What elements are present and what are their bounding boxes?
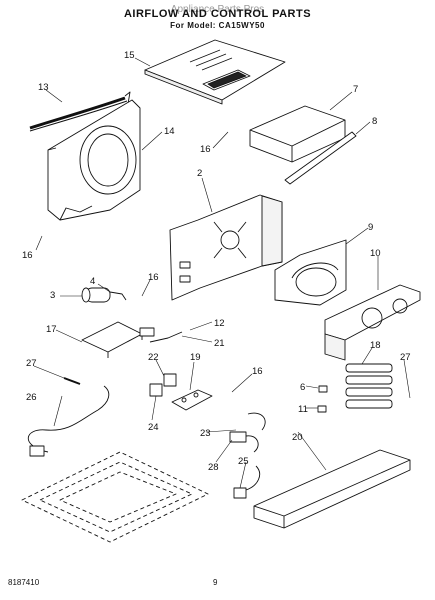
- part-2-fan-bracket: [169, 194, 283, 301]
- base-plate-outline: [21, 451, 209, 543]
- callout-labels: 15 13 14 7 8 16 2 16 9 10 4 16 3 17 12 2…: [22, 50, 411, 473]
- callout-24: 24: [148, 422, 159, 433]
- callout-21: 21: [214, 338, 225, 349]
- part-21-wire: [149, 331, 183, 343]
- callout-14: 14: [164, 126, 175, 137]
- callout-17: 17: [46, 324, 57, 335]
- model-subtitle: For Model: CA15WY50: [170, 21, 265, 30]
- callout-8: 8: [372, 116, 377, 127]
- part-8-rail: [284, 131, 357, 185]
- callout-9: 9: [368, 222, 373, 233]
- callout-2: 2: [197, 168, 202, 179]
- page-title: AIRFLOW AND CONTROL PARTS: [123, 8, 312, 20]
- part-10-base-housing: [324, 284, 421, 361]
- callout-4: 4: [90, 276, 95, 287]
- callout-3: 3: [50, 290, 55, 301]
- part-15-cover-plate: [144, 39, 286, 105]
- part-27-fastener-left: [63, 377, 81, 385]
- part-12-relay: [139, 327, 155, 337]
- part-14-front-panel: [47, 99, 141, 221]
- callout-15: 15: [124, 50, 135, 61]
- part-6-clip: [318, 385, 328, 393]
- callout-7: 7: [353, 84, 358, 95]
- callout-23: 23: [200, 428, 211, 439]
- doc-number: 8187410: [8, 578, 40, 587]
- callout-27-right: 27: [400, 352, 411, 363]
- part-3-capacitor: [81, 287, 111, 303]
- callout-16-mid: 16: [148, 272, 159, 283]
- callout-22: 22: [148, 352, 159, 363]
- callout-16-right: 16: [252, 366, 263, 377]
- callout-27-left: 27: [26, 358, 37, 369]
- callout-12: 12: [214, 318, 225, 329]
- leader-lines: [33, 57, 411, 489]
- callout-28: 28: [208, 462, 219, 473]
- callout-18: 18: [370, 340, 381, 351]
- callout-25: 25: [238, 456, 249, 467]
- callout-10: 10: [370, 248, 381, 259]
- callout-19: 19: [190, 352, 201, 363]
- callout-26: 26: [26, 392, 37, 403]
- part-22-switch: [149, 373, 177, 397]
- page-number: 9: [213, 578, 218, 587]
- part-9-scroll-housing: [274, 239, 347, 306]
- part-20-drain-pan: [253, 449, 411, 529]
- part-11-clip: [317, 405, 327, 413]
- callout-11: 11: [298, 404, 308, 415]
- part-25-sensor: [233, 465, 260, 499]
- callout-20: 20: [292, 432, 303, 443]
- part-23-lead: [247, 412, 266, 431]
- callout-13: 13: [38, 82, 49, 93]
- part-4-clip: [109, 291, 127, 301]
- part-28-thermostat: [229, 431, 259, 453]
- callout-6: 6: [300, 382, 305, 393]
- callout-16-left: 16: [22, 250, 33, 261]
- part-26-power-cord: [27, 385, 110, 457]
- part-17-bracket: [81, 321, 143, 358]
- part-13-handle: [29, 91, 131, 132]
- part-19-control-plate: [171, 389, 213, 411]
- watermark: Appliance Parts Pros: [170, 4, 265, 15]
- part-18-heater: [345, 363, 393, 409]
- callout-16-top: 16: [200, 144, 211, 155]
